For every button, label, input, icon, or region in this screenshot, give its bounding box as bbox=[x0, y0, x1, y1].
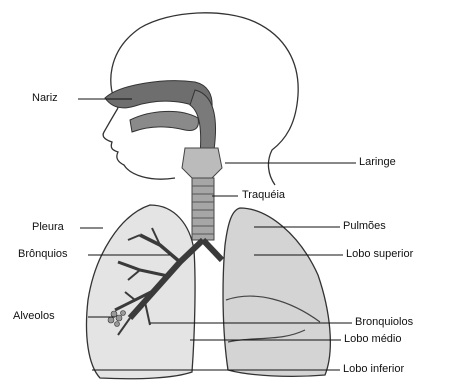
label-traqueia: Traquéia bbox=[242, 189, 285, 201]
trachea-shape bbox=[192, 178, 214, 240]
label-bronquios: Brônquios bbox=[18, 248, 68, 260]
right-lung-shape bbox=[223, 208, 330, 376]
label-bronquiolos: Bronquiolos bbox=[355, 316, 413, 328]
label-pulmoes: Pulmões bbox=[343, 220, 386, 232]
mouth-cavity bbox=[130, 111, 198, 132]
label-lobo-medio: Lobo médio bbox=[344, 333, 402, 345]
larynx-shape bbox=[182, 148, 222, 178]
label-lobo-superior: Lobo superior bbox=[346, 248, 413, 260]
label-lobo-inferior: Lobo inferior bbox=[343, 363, 404, 375]
label-alveolos: Alveolos bbox=[13, 310, 55, 322]
label-laringe: Laringe bbox=[359, 156, 396, 168]
left-lung-shape bbox=[87, 205, 196, 379]
label-pleura: Pleura bbox=[32, 221, 64, 233]
label-nariz: Nariz bbox=[32, 92, 58, 104]
